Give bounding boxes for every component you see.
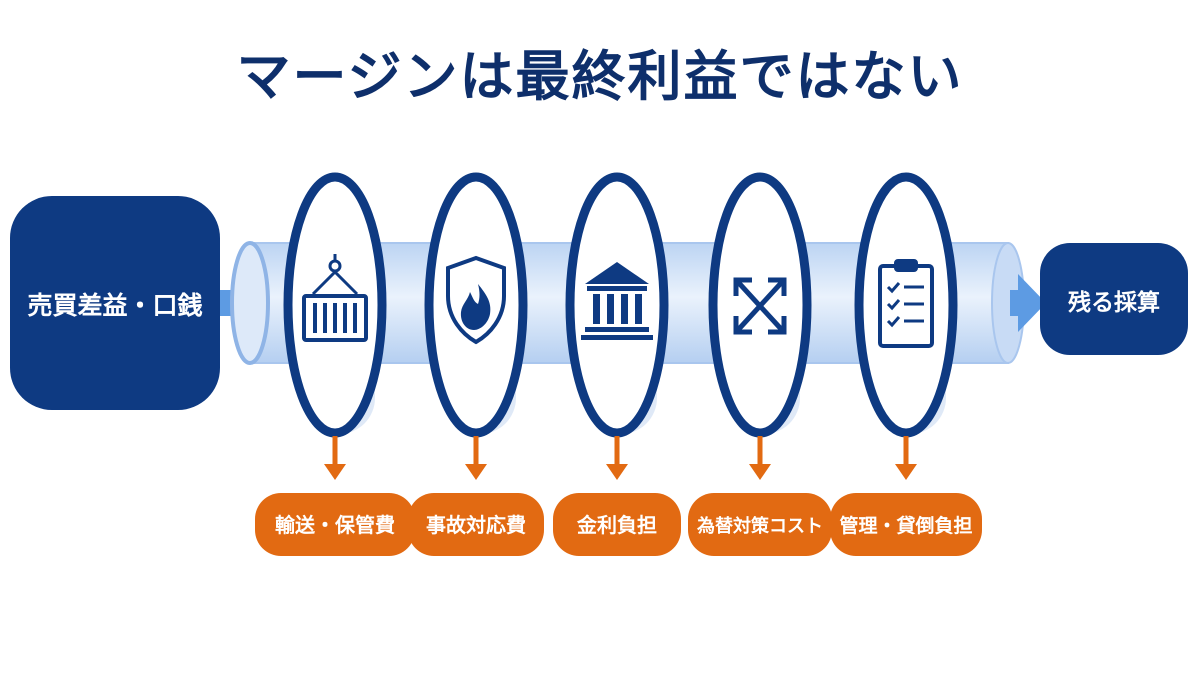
cross-arrows-icon <box>733 277 787 335</box>
end-block <box>1040 243 1188 355</box>
stage-down-arrow-head <box>749 464 771 480</box>
cost-label: 為替対策コスト <box>697 515 823 537</box>
stage-5: 管理・貸倒負担 <box>830 172 982 556</box>
stage-2: 事故対応費 <box>408 172 544 556</box>
cost-label: 輸送・保管費 <box>275 513 395 537</box>
pipe-left-opening <box>230 241 270 365</box>
cost-label: 管理・貸倒負担 <box>839 514 972 537</box>
start-block <box>10 196 220 410</box>
stage-down-arrow-head <box>324 464 346 480</box>
start-label: 売買差益・口銭 <box>27 291 202 320</box>
stage-3: 金利負担 <box>553 172 681 556</box>
stage-1: 輸送・保管費 <box>255 172 415 556</box>
stage-down-arrow-head <box>895 464 917 480</box>
stage-down-arrow-head <box>606 464 628 480</box>
exit-arrow <box>1010 274 1046 332</box>
stage-down-arrow-head <box>465 464 487 480</box>
bank-building-icon <box>581 262 653 340</box>
cost-pill <box>255 493 415 556</box>
cost-pill <box>408 493 544 556</box>
cost-label: 事故対応費 <box>426 513 526 537</box>
cost-label: 金利負担 <box>576 513 657 537</box>
fire-shield-icon <box>446 255 506 345</box>
cost-pill <box>688 493 832 556</box>
end-label: 残る採算 <box>1068 289 1160 316</box>
clipboard-checklist-icon <box>878 259 934 348</box>
stage-4: 為替対策コスト <box>688 172 832 556</box>
page-title: マージンは最終利益ではない <box>236 45 964 108</box>
cost-pill <box>553 493 681 556</box>
stage-disc <box>565 172 669 438</box>
cost-pill <box>830 493 982 556</box>
shipping-container-icon <box>302 254 368 342</box>
